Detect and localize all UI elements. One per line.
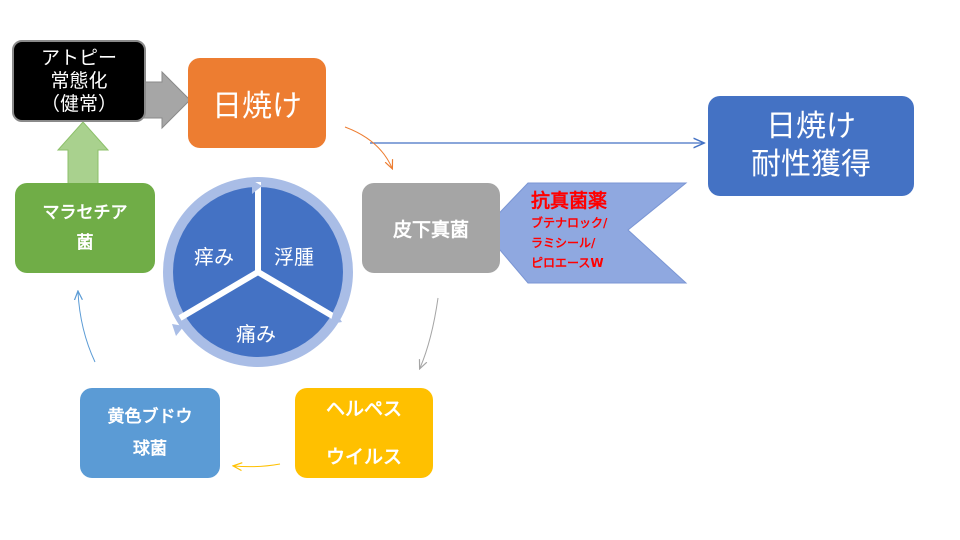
antifungal-line-2: ラミシール/ xyxy=(531,235,596,250)
hika-to-herpes-arrow xyxy=(420,297,439,368)
antifungal-callout xyxy=(482,182,688,284)
malassezia-node: マラセチア 菌 xyxy=(15,183,155,273)
antifungal-line-1: ブテナロック/ xyxy=(531,215,608,230)
antifungal-line-3: ピロエースW xyxy=(531,255,604,270)
malassezia-line-1: マラセチア xyxy=(42,203,128,223)
malassezia-line-2: 菌 xyxy=(76,233,94,253)
herpes-line-2: ウイルス xyxy=(325,446,402,468)
sunburn-label: 日焼け xyxy=(212,89,302,124)
antifungal-title: 抗真菌薬 xyxy=(531,190,608,212)
sunburn-node: 日焼け xyxy=(188,58,326,148)
herpes-to-staph-arrow xyxy=(234,464,281,467)
staph-to-malassezia-arrow xyxy=(78,292,96,363)
antifungal-text: 抗真菌薬 ブテナロック/ ラミシール/ ピロエースW xyxy=(531,190,607,273)
herpes-line-1: ヘルペス xyxy=(325,398,402,420)
staph-line-1: 黄色ブドウ xyxy=(107,407,193,427)
atopy-node: アトピー 常態化 （健常） xyxy=(12,40,146,122)
pain-label: 痛み xyxy=(236,322,276,346)
resistance-line-2: 耐性獲得 xyxy=(751,147,871,182)
atopy-line-3: （健常） xyxy=(40,92,117,115)
staph-node: 黄色ブドウ 球菌 xyxy=(80,388,220,478)
sunburn-to-hika-arrow xyxy=(344,126,392,168)
symptom-cycle xyxy=(163,177,353,367)
resistance-node: 日焼け 耐性獲得 xyxy=(708,96,914,196)
atopy-line-2: 常態化 xyxy=(50,69,108,92)
swell-label: 浮腫 xyxy=(274,245,314,269)
atopy-line-1: アトピー xyxy=(40,46,117,69)
staph-line-2: 球菌 xyxy=(133,439,167,459)
hika-label: 皮下真菌 xyxy=(392,218,469,241)
itch-label: 痒み xyxy=(194,245,234,269)
resistance-line-1: 日焼け xyxy=(766,109,856,144)
herpes-node: ヘルペス ウイルス xyxy=(295,388,433,478)
subcutaneous-fungus-node: 皮下真菌 xyxy=(362,183,500,273)
